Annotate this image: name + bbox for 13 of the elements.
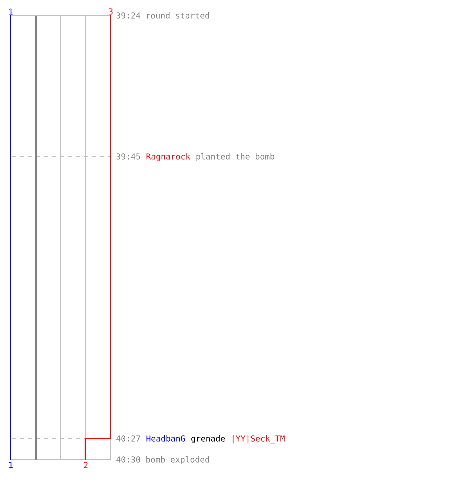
- player-name: |YY|Seck_TM: [233, 435, 285, 444]
- time-label: 39:45: [116, 154, 140, 160]
- player-name: HeadbanG: [146, 435, 186, 442]
- event-text: planted the bomb: [196, 153, 274, 162]
- count-label: 3: [109, 8, 113, 15]
- event-text: 40:30 bomb exploded: [116, 456, 210, 464]
- event-text: 39:24 round started: [116, 12, 210, 19]
- count-label: 2: [84, 462, 88, 468]
- weapon-text: grenade: [192, 435, 226, 444]
- time-label: 40:27: [116, 436, 140, 442]
- count-label: 1: [10, 462, 13, 468]
- count-label: 1: [10, 8, 13, 15]
- player-name: Ragnarock: [146, 153, 191, 162]
